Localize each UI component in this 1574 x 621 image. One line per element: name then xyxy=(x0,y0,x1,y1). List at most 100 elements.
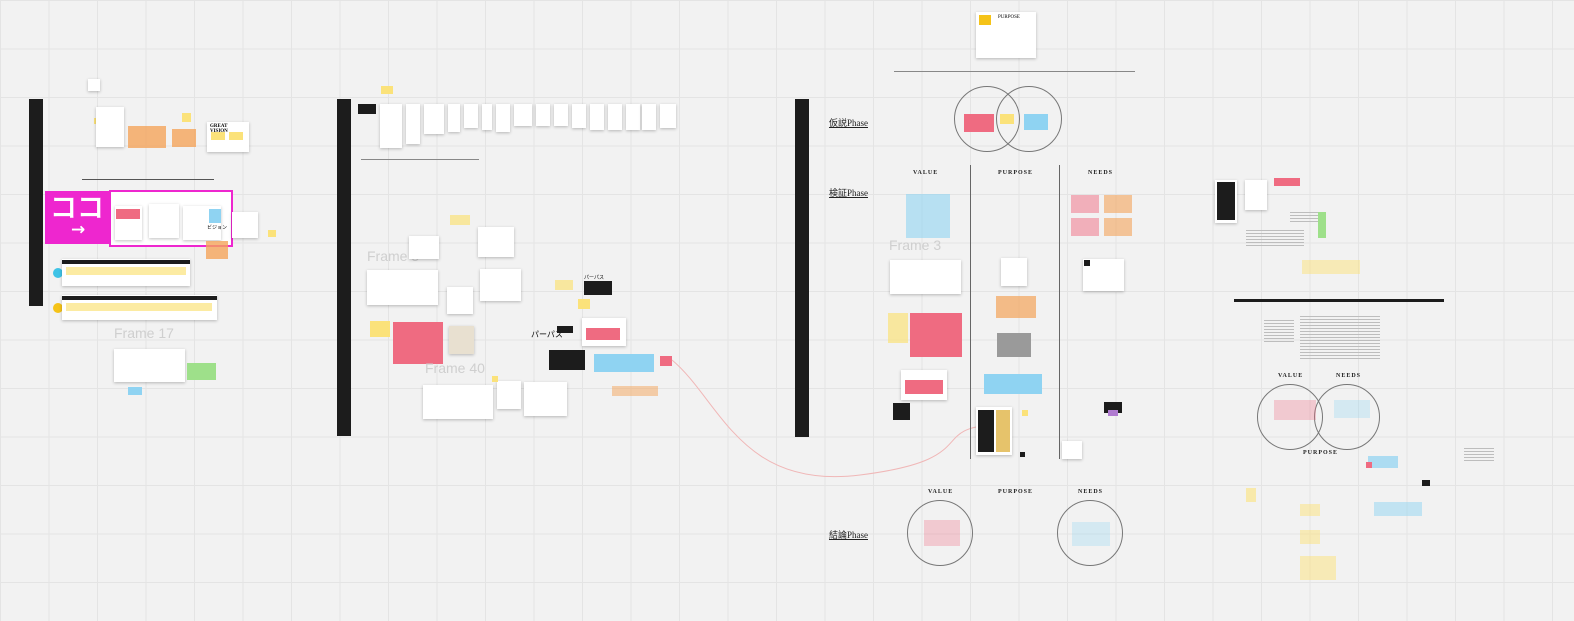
thumbnail[interactable] xyxy=(482,104,492,130)
section-sidebar-left[interactable] xyxy=(29,99,43,306)
board-card[interactable] xyxy=(409,236,439,259)
sticky-cluster[interactable] xyxy=(984,374,1042,394)
sticky-cluster[interactable] xyxy=(1071,195,1099,213)
dark-tag[interactable] xyxy=(549,350,585,370)
board-card[interactable] xyxy=(447,287,473,314)
board-card[interactable] xyxy=(96,107,124,147)
board-card[interactable] xyxy=(478,227,514,257)
image-thumbnail[interactable] xyxy=(997,333,1031,357)
thumbnail[interactable] xyxy=(642,104,656,130)
board-card[interactable] xyxy=(423,385,493,419)
thumbnail[interactable] xyxy=(572,104,586,128)
board-card[interactable] xyxy=(367,270,438,305)
thumbnail[interactable] xyxy=(496,104,510,132)
dark-tag[interactable] xyxy=(1020,452,1025,457)
sticky-note[interactable] xyxy=(187,363,216,380)
dark-tag[interactable] xyxy=(1104,402,1122,413)
highlight-tag[interactable]: ココ → xyxy=(45,191,109,244)
sticky-note[interactable] xyxy=(370,321,390,337)
frame-label-frame3[interactable]: Frame 3 xyxy=(889,237,942,253)
board-card[interactable] xyxy=(1062,441,1082,459)
sticky-cluster[interactable] xyxy=(1104,195,1132,213)
sticky-cluster[interactable] xyxy=(128,126,166,148)
dark-tag[interactable] xyxy=(1422,480,1430,486)
sticky-cluster[interactable] xyxy=(393,322,443,364)
phase-hypothesis[interactable]: 仮説Phase xyxy=(829,118,868,128)
sticky-cluster[interactable] xyxy=(910,313,962,357)
sticky-note[interactable] xyxy=(182,113,191,122)
board-card[interactable] xyxy=(480,269,521,301)
sticky-cluster[interactable] xyxy=(660,356,672,366)
sticky-cluster[interactable] xyxy=(612,386,658,396)
sticky-note[interactable] xyxy=(1366,462,1372,468)
sticky-cluster[interactable] xyxy=(1246,488,1256,502)
frame-label-frame17[interactable]: Frame 17 xyxy=(114,325,174,341)
sticky-cluster[interactable] xyxy=(996,296,1036,318)
thumbnail[interactable] xyxy=(424,104,444,134)
far-right-circle-needs[interactable] xyxy=(1314,384,1380,450)
sticky-cluster[interactable] xyxy=(1300,504,1320,516)
dark-tag[interactable] xyxy=(557,326,573,333)
frame-label-frame5[interactable]: Frame 5 xyxy=(367,248,420,264)
phase-conclusion[interactable]: 結論Phase xyxy=(829,530,868,540)
sticky-cluster[interactable] xyxy=(1302,260,1360,274)
board-card[interactable] xyxy=(1245,180,1267,210)
sticky-cluster[interactable] xyxy=(1104,218,1132,236)
board-card[interactable] xyxy=(524,382,567,416)
sticky-cluster[interactable] xyxy=(1300,530,1320,544)
thumbnail[interactable] xyxy=(660,104,676,128)
table-block[interactable] xyxy=(1300,316,1380,360)
board-card[interactable] xyxy=(890,260,961,294)
sticky-cluster[interactable] xyxy=(594,354,654,372)
thumbnail[interactable] xyxy=(626,104,640,130)
section-sidebar-middle[interactable] xyxy=(337,99,351,436)
thumbnail[interactable] xyxy=(464,104,478,128)
sticky-note[interactable] xyxy=(1022,410,1028,416)
conclusion-circle-needs[interactable] xyxy=(1057,500,1123,566)
thumbnail[interactable] xyxy=(406,104,420,144)
section-sidebar-right[interactable] xyxy=(795,99,809,437)
sticky-cluster[interactable] xyxy=(555,280,573,290)
thumbnail[interactable] xyxy=(554,104,568,126)
thumbnail[interactable] xyxy=(590,104,604,130)
sticky-note[interactable] xyxy=(888,313,908,343)
board-card[interactable] xyxy=(232,212,258,238)
sticky-note[interactable] xyxy=(88,79,100,91)
purpose-card[interactable]: PURPOSE xyxy=(976,12,1036,58)
thumbnail[interactable] xyxy=(448,104,460,132)
sticky-cluster[interactable] xyxy=(1071,218,1099,236)
thumbnail[interactable] xyxy=(380,104,402,148)
board-card[interactable] xyxy=(114,349,185,382)
sticky-cluster[interactable] xyxy=(206,241,228,259)
dark-tag[interactable] xyxy=(584,281,612,295)
phase-verification[interactable]: 検証Phase xyxy=(829,188,868,198)
venn-circle-right[interactable] xyxy=(996,86,1062,152)
sticky-note[interactable] xyxy=(492,376,498,382)
sticky-cluster[interactable] xyxy=(1274,178,1300,186)
sticky-cluster[interactable] xyxy=(1374,502,1422,516)
sticky-cluster[interactable] xyxy=(1368,456,1398,468)
thumbnail[interactable] xyxy=(514,104,532,126)
sticky-note[interactable] xyxy=(1318,212,1326,238)
frame-label-frame40[interactable]: Frame 40 xyxy=(425,360,485,376)
highlight-frame[interactable]: ビジョン xyxy=(109,190,233,247)
sticky-cluster[interactable] xyxy=(450,215,470,225)
sticky-cluster[interactable] xyxy=(906,194,950,238)
dark-tag[interactable] xyxy=(893,403,910,420)
sticky-cluster[interactable] xyxy=(1300,556,1336,580)
sticky-cluster[interactable] xyxy=(172,129,196,147)
sticky-note[interactable] xyxy=(268,230,276,237)
conclusion-circle-value[interactable] xyxy=(907,500,973,566)
sticky-note[interactable] xyxy=(128,387,142,395)
board-card[interactable] xyxy=(449,326,474,354)
dark-tag[interactable] xyxy=(358,104,376,114)
board-card[interactable] xyxy=(1001,258,1027,286)
sticky-note[interactable] xyxy=(381,86,393,94)
connector-line[interactable] xyxy=(600,340,1000,490)
thumbnail[interactable] xyxy=(608,104,622,130)
board-card[interactable] xyxy=(497,381,521,409)
thumbnail[interactable] xyxy=(536,104,550,126)
great-vision-card[interactable]: GREAT VISION xyxy=(207,122,249,152)
sticky-note[interactable] xyxy=(578,299,590,309)
sticky-note[interactable] xyxy=(1108,410,1118,416)
